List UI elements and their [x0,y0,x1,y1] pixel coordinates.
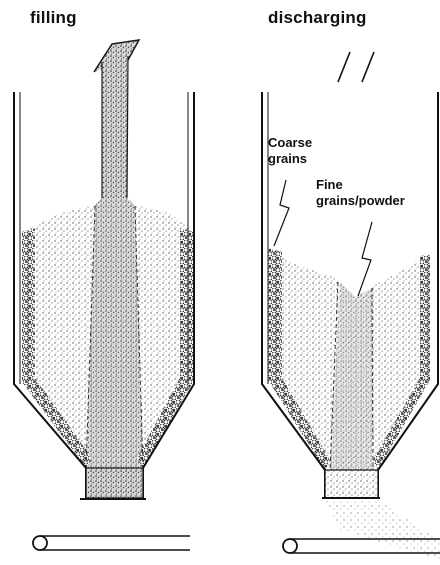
discharging-stream-break-mark [338,52,350,82]
discharging-outflow-spray [325,500,440,560]
discharging-silo [262,52,440,560]
filling-central-core [86,198,143,468]
filling-conveyor [33,536,190,550]
filling-silo [14,40,194,550]
filling-outlet [86,468,143,498]
discharging-outlet [325,470,378,498]
coarse-grains-pointer [274,180,289,246]
coarse-grains-label: Coarse grains [268,135,312,167]
fine-grains-pointer [358,222,372,296]
filling-feed-stream [102,52,128,198]
filling-title: filling [30,8,77,28]
discharging-stream-break-mark [362,52,374,82]
fine-grains-label: Fine grains/powder [316,177,405,209]
discharging-title: discharging [268,8,367,28]
